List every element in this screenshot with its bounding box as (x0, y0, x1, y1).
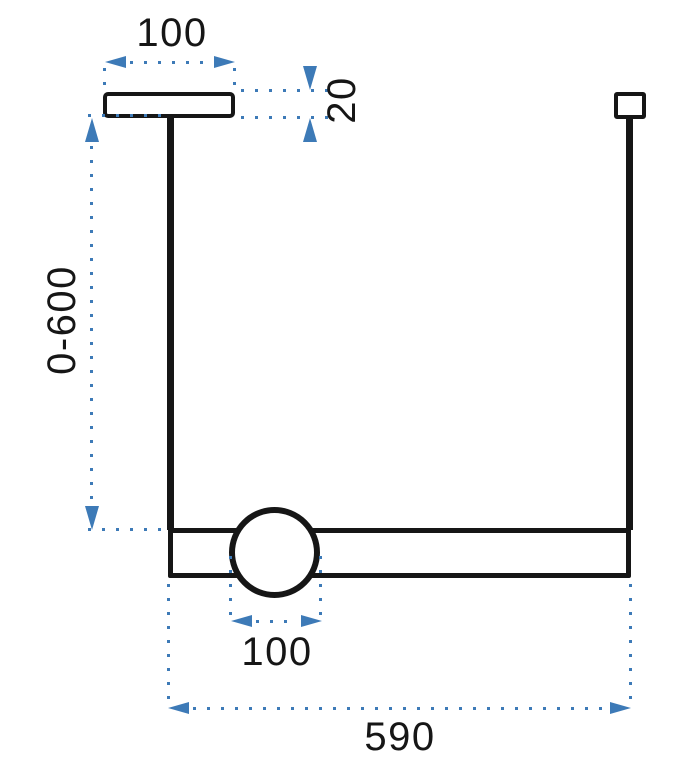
right-suspension-rod (626, 117, 633, 530)
extension-line (319, 556, 322, 618)
dimension-line (193, 707, 607, 710)
arrowhead-up-icon (85, 118, 99, 142)
extension-line (629, 584, 632, 702)
lamp-sphere (229, 507, 320, 598)
dimension-line (130, 61, 212, 64)
extension-line (241, 116, 331, 119)
dimension-line (256, 620, 298, 623)
dim-canopy-width-label: 100 (136, 11, 208, 55)
dim-sphere-diameter-label: 100 (241, 630, 313, 674)
extension-line (103, 68, 106, 90)
arrowhead-left-icon (231, 615, 252, 627)
arrowhead-up-icon (303, 118, 317, 142)
right-ceiling-mount (614, 92, 646, 119)
extension-line (88, 114, 170, 117)
arrowhead-left-icon (105, 56, 126, 68)
extension-line (241, 89, 331, 92)
extension-line (167, 584, 170, 702)
dimension-line (90, 146, 93, 502)
dim-bar-length-label: 590 (364, 715, 436, 759)
extension-line (88, 528, 168, 531)
arrowhead-left-icon (168, 702, 189, 714)
arrowhead-down-icon (303, 66, 317, 90)
arrowhead-right-icon (214, 56, 235, 68)
dim-canopy-height-label: 20 (320, 76, 364, 124)
extension-line (233, 68, 236, 90)
arrowhead-right-icon (610, 702, 631, 714)
extension-line (229, 556, 232, 618)
left-suspension-rod (167, 116, 174, 530)
arrowhead-right-icon (301, 615, 322, 627)
dim-suspension-height-label: 0-600 (40, 265, 84, 375)
arrowhead-down-icon (85, 506, 99, 530)
